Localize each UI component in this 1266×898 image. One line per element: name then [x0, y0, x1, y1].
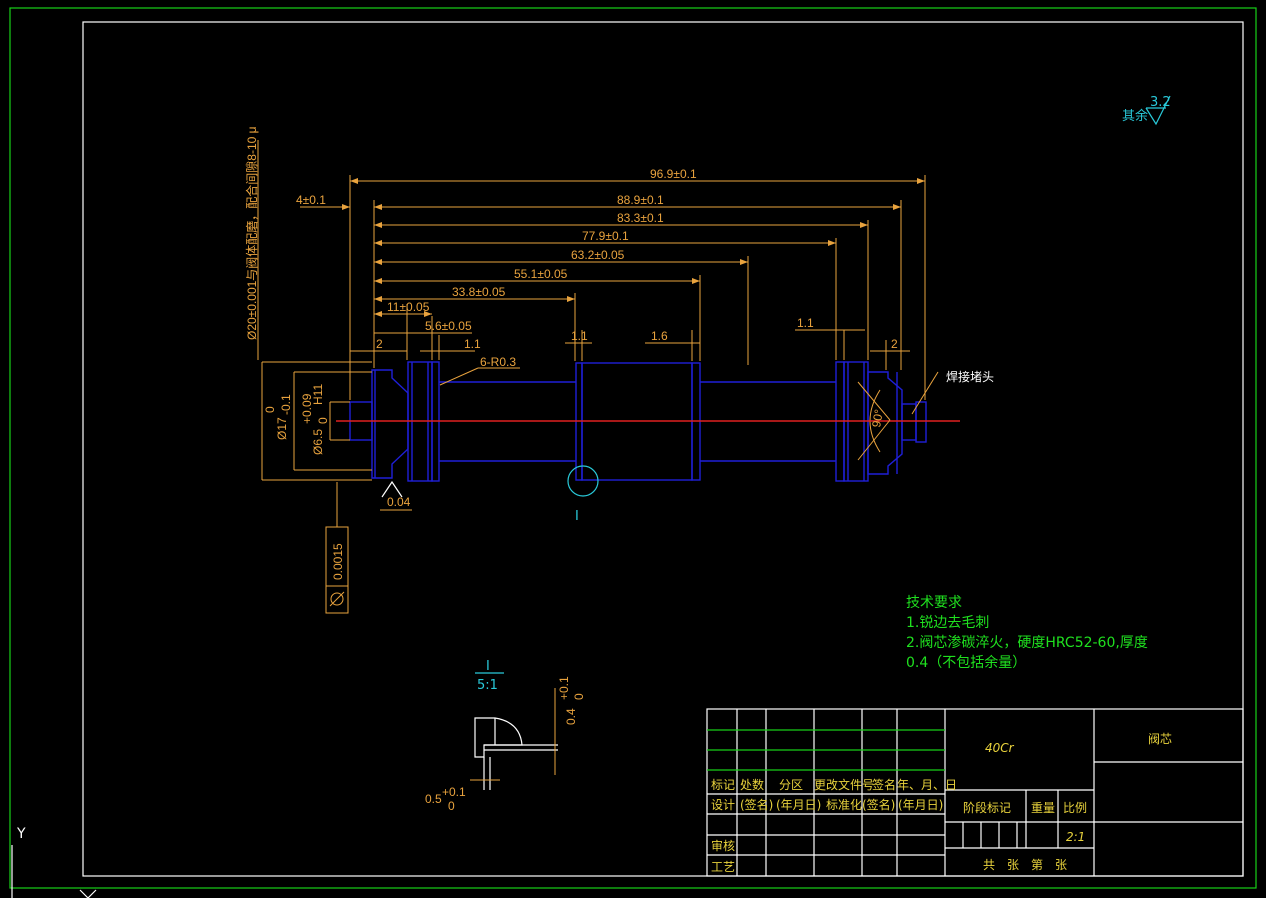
tb-review: 审核	[711, 838, 735, 853]
tb-standard: 标准化	[826, 798, 862, 812]
ucs-icon: Y	[11, 826, 97, 898]
dim-dia-17-upper: 0	[263, 406, 277, 413]
detail-dim-horizontal-lower: 0	[448, 799, 455, 813]
dim-dia-65-upper: +0.09	[300, 393, 314, 424]
flatness-value: 0.04	[387, 495, 411, 509]
detail-dim-vertical-upper: +0.1	[557, 676, 571, 700]
detail-title: I	[486, 659, 490, 674]
tb-count: 处数	[740, 777, 764, 792]
dim-vertical-note: Ø20±0.001与阀体配磨，配合间隙8-10 μ	[244, 126, 259, 340]
dim-small-11-mid: 1.1	[571, 329, 588, 343]
dim-dia-65-lower: 0	[316, 417, 330, 424]
ucs-y-label: Y	[16, 826, 26, 842]
detail-dim-horizontal-upper: +0.1	[442, 785, 466, 799]
dim-small-2-right: 2	[891, 337, 898, 351]
detail-view: I 5:1 0.4 +0.1 0 0.5 +0.1 0	[425, 659, 586, 813]
tb-weight: 重量	[1031, 801, 1055, 815]
detail-dim-horizontal: 0.5	[425, 792, 442, 806]
dim-overall-7: 33.8±0.05	[452, 285, 506, 299]
dim-overall-2: 88.9±0.1	[617, 193, 664, 207]
dim-dia-17-group: Ø17 0 -0.1	[263, 394, 293, 440]
tb-doc: 更改文件号	[814, 777, 874, 792]
tb-sign1: (签名)	[740, 797, 773, 812]
dim-overall-8: 11±0.05	[387, 300, 430, 314]
dim-overall-5: 63.2±0.05	[571, 248, 625, 262]
tb-sign: 签名	[872, 777, 896, 792]
dimension-lines	[257, 140, 939, 614]
cylindricity-value: 0.0015	[331, 543, 345, 580]
material: 40Cr	[985, 741, 1015, 755]
detail-scale: 5:1	[477, 678, 498, 693]
dim-dia-17: Ø17	[275, 417, 289, 440]
tb-stage-mark: 阶段标记	[963, 800, 1011, 815]
tb-scale: 2:1	[1066, 830, 1085, 844]
dim-overall-4: 77.9±0.1	[582, 229, 629, 243]
detail-dim-vertical-lower: 0	[572, 693, 586, 700]
dim-dia-65-group: Ø6.5 +0.09 0 H11	[300, 384, 330, 455]
dim-overall-9: 5.6±0.05	[425, 319, 472, 333]
tech-requirements: 技术要求 1.锐边去毛刺 2.阀芯渗碳淬火，硬度HRC52-60,厚度 0.4（…	[906, 595, 1148, 671]
detail-marker: I	[575, 509, 579, 524]
dim-dia-65-fit: H11	[311, 384, 325, 405]
tb-mark: 标记	[711, 778, 735, 792]
surface-label: 其余	[1122, 108, 1148, 124]
dim-overall-3: 83.3±0.1	[617, 211, 664, 225]
tb-date2: (年月日)	[898, 798, 943, 812]
tb-process: 工艺	[711, 860, 735, 874]
detail-dim-vertical: 0.4	[564, 708, 578, 725]
tech-line-3: 0.4（不包括余量）	[906, 654, 1026, 671]
detail-circle[interactable]	[567, 465, 599, 497]
dim-small-16: 1.6	[651, 329, 668, 343]
dim-dia-17-lower: -0.1	[279, 394, 293, 415]
tb-date: 年、月、日	[897, 778, 957, 792]
dim-small-2-left: 2	[376, 337, 383, 351]
outer-frame	[9, 7, 1257, 889]
dim-overall-1: 96.9±0.1	[650, 167, 697, 181]
tb-sign2: (签名)	[862, 797, 895, 812]
tech-title: 技术要求	[906, 595, 962, 611]
tb-zone: 分区	[779, 778, 803, 792]
dim-overall-6: 55.1±0.05	[514, 267, 568, 281]
weld-plug-note: 焊接堵头	[946, 369, 994, 384]
dim-small-11-right: 1.1	[797, 316, 814, 330]
dim-radius: 6-R0.3	[480, 355, 516, 369]
surface-value: 3.2	[1150, 95, 1171, 110]
tb-ratio: 比例	[1063, 801, 1087, 815]
surface-finish-symbol: 其余 3.2	[1122, 95, 1171, 126]
part-name: 阀芯	[1148, 732, 1172, 746]
tb-design: 设计	[711, 798, 735, 812]
tech-line-1: 1.锐边去毛刺	[906, 615, 989, 631]
dim-small-11-left: 1.1	[464, 337, 481, 351]
tb-sheet-info: 共 张 第 张	[983, 858, 1067, 872]
dim-dia-65: Ø6.5	[311, 429, 325, 455]
inner-border	[82, 21, 1244, 877]
tech-line-2: 2.阀芯渗碳淬火，硬度HRC52-60,厚度	[906, 635, 1148, 651]
dim-step-left: 4±0.1	[296, 193, 326, 207]
title-block: 40Cr 阀芯 标记 处数 分区 更改文件号 签名 年、月、日 设计 (签名) …	[706, 708, 1244, 877]
tb-date1: (年月日)	[776, 798, 821, 812]
dim-angle: 90°	[869, 408, 886, 428]
